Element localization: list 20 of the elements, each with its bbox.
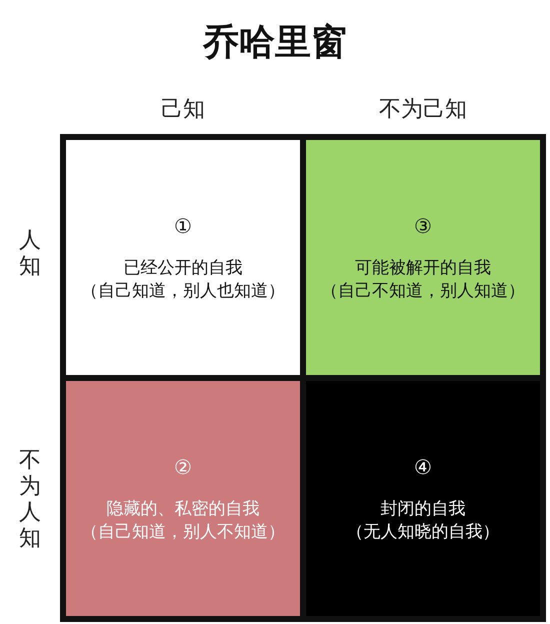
quadrant-cell	[306, 140, 540, 375]
quadrant-cell	[66, 381, 300, 616]
circled-number: ①	[174, 214, 192, 238]
quadrant-cell	[66, 140, 300, 375]
quadrant-title: 封闭的自我	[380, 498, 466, 520]
row-header: 不为人知	[18, 448, 42, 552]
circled-number: ②	[174, 454, 192, 478]
quadrant-title: 隐藏的、私密的自我	[106, 498, 260, 520]
quadrant-title: 可能被解开的自我	[355, 256, 491, 278]
quadrant-description: （无人知晓的自我）	[346, 520, 500, 542]
quadrant-description: （自己知道，别人也知道）	[81, 280, 285, 302]
quadrant-description: （自己不知道，别人知道）	[321, 280, 525, 302]
quadrant-description: （自己知道，别人不知道）	[81, 520, 285, 542]
quadrant-title: 已经公开的自我	[124, 256, 242, 278]
circled-number: ④	[414, 454, 432, 478]
title-heading: 乔哈里窗	[202, 21, 348, 65]
column-header: 己知	[160, 96, 206, 124]
circled-number: ③	[414, 214, 432, 238]
column-header: 不为己知	[378, 96, 468, 124]
row-header: 人知	[18, 228, 42, 280]
